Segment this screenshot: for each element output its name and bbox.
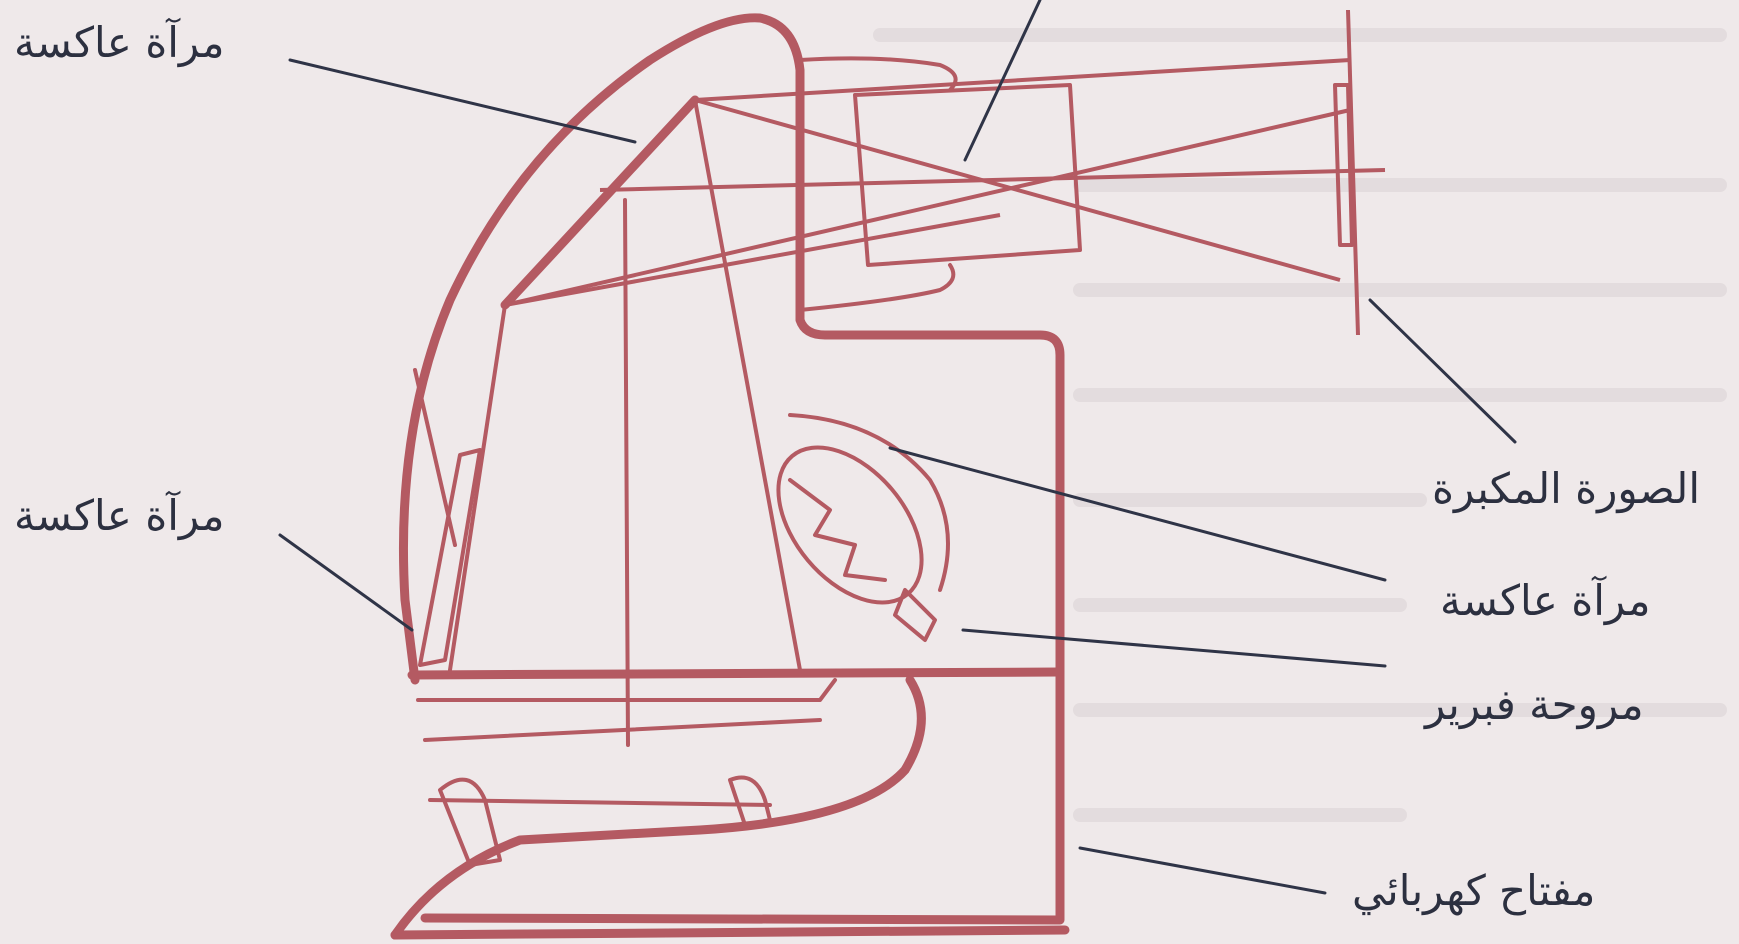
lamp-filament [790, 480, 885, 580]
reflector-arc [790, 415, 948, 590]
lower-mirror-edge [415, 370, 455, 545]
leader-mirror-right [890, 448, 1385, 580]
leader-enlarged-image [1370, 300, 1515, 442]
body-divider [412, 672, 1060, 675]
lamp-assembly [750, 415, 950, 640]
leader-electric-switch [1080, 848, 1325, 893]
label-fresnel-fan: مروحة فبرير [1425, 684, 1644, 726]
lens-bracket-bottom [800, 265, 953, 310]
label-mirror-right: مرآة عاكسة [1440, 580, 1651, 622]
lower-mirror-plate [420, 450, 480, 665]
mirror-support-left [450, 305, 505, 670]
label-mirror-left: مرآة عاكسة [14, 495, 225, 537]
leader-mirror-top [290, 60, 635, 142]
label-mirror-top: مرآة عاكسة [14, 22, 225, 64]
projector-housing [395, 18, 1065, 935]
label-enlarged-image: الصورة المكبرة [1432, 468, 1700, 510]
lamp-socket [895, 590, 935, 640]
enlarged-image-block [1335, 85, 1352, 245]
base-floor [395, 930, 1065, 935]
foot-right [730, 778, 770, 826]
inner-mirror-assembly [415, 100, 835, 865]
leader-mirror-left [280, 535, 412, 630]
lamp-bulb [750, 421, 950, 630]
stage-lower-line [425, 720, 820, 740]
label-electric-switch: مفتاح كهربائي [1352, 870, 1595, 912]
leader-fresnel-fan [963, 630, 1385, 666]
stage-bottom-line [430, 800, 770, 805]
base-curve [395, 680, 921, 935]
leader-lines [280, 0, 1515, 893]
